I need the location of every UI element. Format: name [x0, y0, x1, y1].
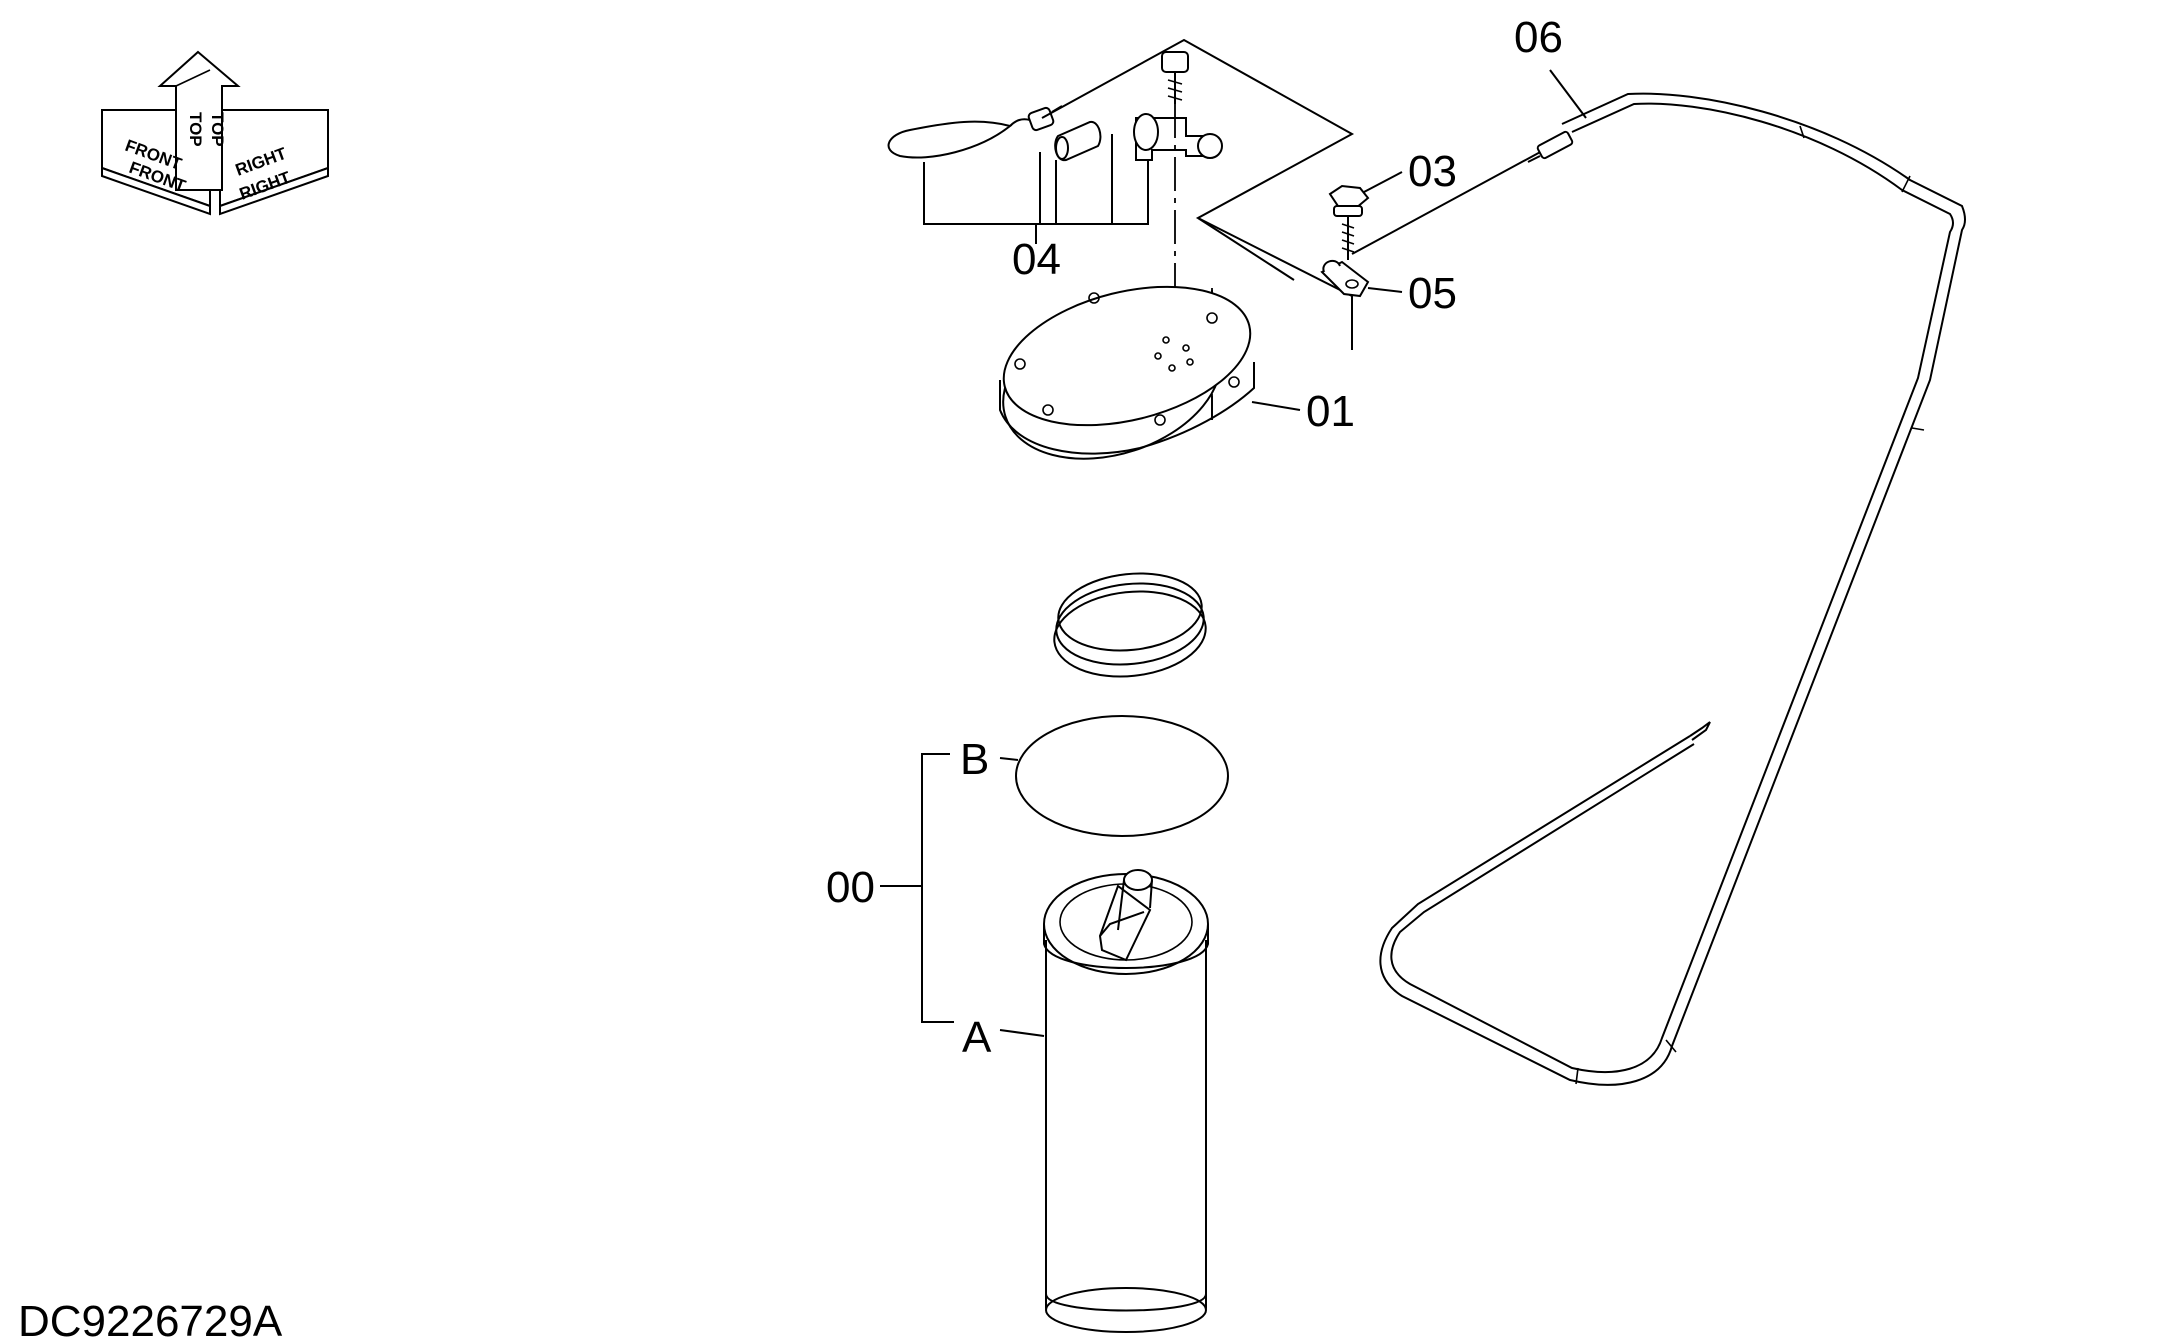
callout-05: 05 [1408, 269, 1457, 318]
part-06-cable [1379, 69, 1966, 1086]
part-00-bracket [880, 753, 954, 1023]
orientation-top-label-shadow: TOP [208, 112, 227, 147]
callout-00: 00 [826, 863, 875, 912]
orientation-top-label: TOP [186, 112, 205, 147]
callout-04: 04 [1012, 235, 1061, 284]
drawing-id: DC9226729A [18, 1297, 283, 1343]
part-04-group [887, 51, 1223, 244]
part-05-clamp [1320, 259, 1403, 298]
part-03-bolt [1328, 171, 1403, 260]
callout-03: 03 [1408, 147, 1457, 196]
snap-ring [1053, 572, 1207, 678]
orientation-indicator: FRONT FRONT TOP TOP RIGHT RIGHT [101, 50, 329, 216]
part-01-cover-plate [999, 285, 1301, 460]
part-b-gasket [999, 715, 1229, 837]
part-a-filter-element [999, 869, 1209, 1333]
callout-a: A [962, 1013, 992, 1062]
callout-01: 01 [1306, 387, 1355, 436]
callout-06: 06 [1514, 13, 1563, 62]
callout-b: B [960, 735, 989, 784]
